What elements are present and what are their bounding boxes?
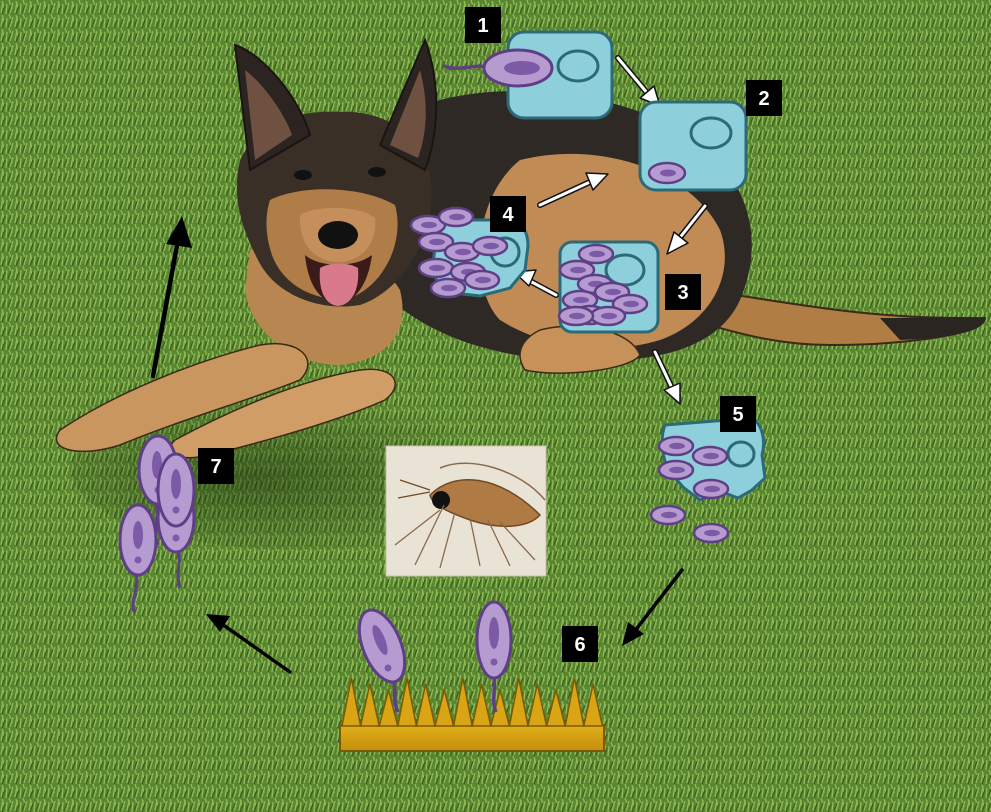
- amastigote-icon: [693, 447, 727, 465]
- amastigote-icon: [694, 524, 728, 542]
- step-number: 1: [477, 15, 488, 37]
- amastigote-icon: [439, 208, 473, 226]
- step-number: 2: [758, 88, 769, 110]
- step-number: 5: [732, 404, 743, 426]
- amastigote-icon: [473, 237, 507, 255]
- step-badge-7: 7: [198, 448, 234, 484]
- step-badge-1: 1: [465, 7, 501, 43]
- step-badge-2: 2: [746, 80, 782, 116]
- amastigote-icon: [659, 437, 693, 455]
- step-number: 7: [210, 456, 221, 478]
- amastigote-icon: [579, 245, 613, 263]
- amastigote-icon: [419, 259, 453, 277]
- step-badge-3: 3: [665, 274, 701, 310]
- amastigote-icon: [431, 279, 465, 297]
- amastigote-icon: [659, 461, 693, 479]
- amastigote-icon: [559, 307, 593, 325]
- amastigote-icon: [651, 506, 685, 524]
- amastigote-icon: [591, 307, 625, 325]
- amastigote-icon: [694, 480, 728, 498]
- stage-2-host-cell: [640, 102, 746, 190]
- step-number: 3: [677, 282, 688, 304]
- stage-3-infected-cell: [559, 242, 658, 332]
- promastigote-icon: [158, 454, 194, 526]
- sandfly-photo: [386, 446, 546, 576]
- amastigote-icon: [465, 271, 499, 289]
- amastigote-icon: [649, 163, 685, 183]
- step-number: 6: [574, 634, 585, 656]
- step-badge-4: 4: [490, 196, 526, 232]
- step-number: 4: [502, 204, 514, 226]
- step-badge-5: 5: [720, 396, 756, 432]
- step-badge-6: 6: [562, 626, 598, 662]
